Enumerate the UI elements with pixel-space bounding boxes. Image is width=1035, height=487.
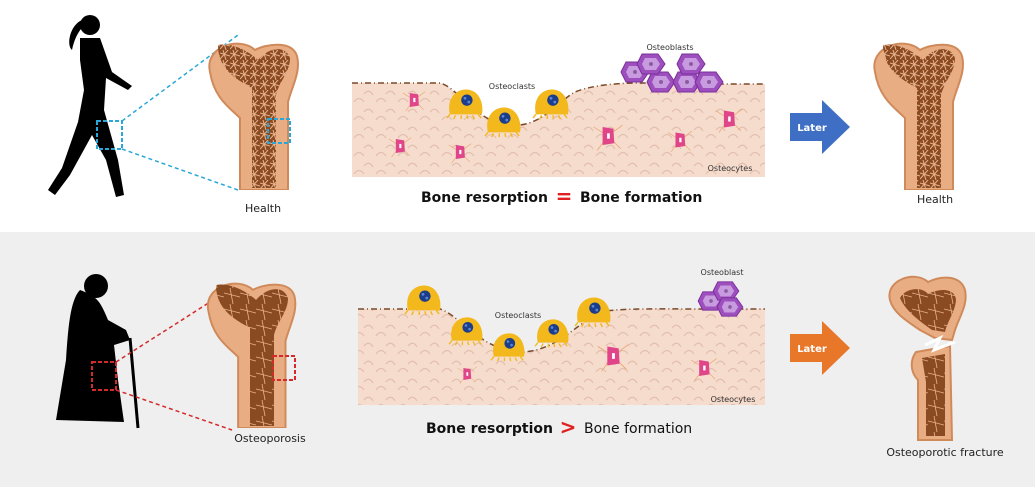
osteoclasts-label: Osteoclasts: [495, 311, 541, 320]
later-arrow-orange: Later: [790, 321, 850, 375]
zoom-box-marker: [96, 120, 123, 150]
osteocytes-label: Osteocytes: [711, 395, 756, 404]
later-label: Later: [797, 344, 827, 355]
healthy-femur-later-icon: [873, 42, 965, 190]
osteoclasts-label: Osteoclasts: [489, 82, 535, 91]
healthy-femur-icon: [208, 42, 300, 190]
bone-formation-text: Bone formation: [584, 421, 692, 437]
osteoblasts-label: Osteoblasts: [646, 43, 693, 52]
healthy-bone-label: Health: [245, 202, 281, 215]
osteoporotic-fracture-label: Osteoporotic fracture: [886, 446, 1004, 459]
zoom-box-marker: [267, 118, 291, 144]
osteoporotic-femur-icon: [206, 282, 297, 428]
imbalance-equation: Bone resorption > Bone formation: [426, 415, 692, 439]
osteoblast-label: Osteoblast: [701, 268, 744, 277]
zoom-box-marker: [91, 361, 117, 391]
later-arrow-blue: Later: [790, 100, 850, 154]
osteocytes-label: Osteocytes: [708, 164, 753, 173]
later-label: Later: [797, 123, 827, 134]
equals-operator: =: [556, 184, 573, 208]
fractured-femur-icon: [888, 275, 967, 441]
bone-resorption-text: Bone resorption: [426, 421, 553, 437]
young-woman-silhouette-icon: [48, 15, 132, 197]
healthy-result-label: Health: [917, 193, 953, 206]
osteoporotic-bone-tissue-panel: [358, 281, 765, 405]
bone-resorption-text: Bone resorption: [421, 190, 548, 206]
greater-than-operator: >: [560, 415, 577, 439]
balance-equation: Bone resorption = Bone formation: [421, 184, 702, 208]
bone-formation-text: Bone formation: [580, 190, 702, 206]
zoom-box-marker: [272, 355, 296, 381]
healthy-bone-tissue-panel: [352, 53, 765, 177]
osteoporosis-bone-label: Osteoporosis: [234, 432, 306, 445]
